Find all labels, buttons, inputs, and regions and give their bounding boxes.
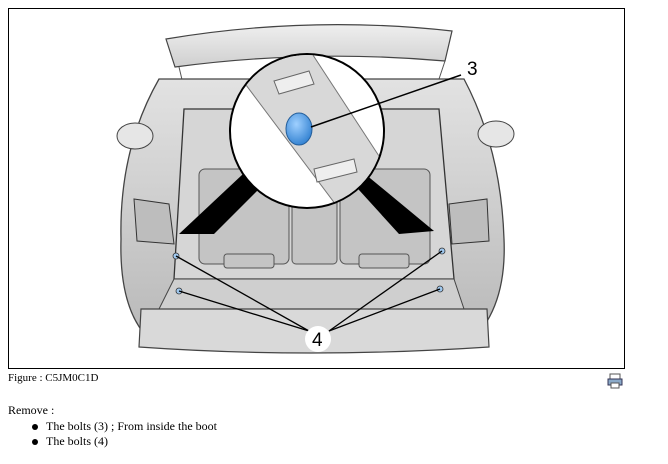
- callout-4: 4: [312, 330, 323, 351]
- left-tail-light: [133, 198, 175, 245]
- list-item: The bolts (3) ; From inside the boot: [32, 419, 217, 433]
- figure-frame: 3 4: [8, 8, 625, 369]
- left-mirror: [116, 122, 154, 150]
- right-tail-light: [448, 198, 490, 245]
- callout-3: 3: [467, 59, 478, 80]
- figure-caption: Figure : C5JM0C1D: [8, 372, 99, 384]
- right-mirror: [477, 120, 515, 148]
- bolt-3: [285, 112, 313, 146]
- vehicle-rear-illustration: 3 4: [116, 24, 515, 354]
- leader-lines-4: [175, 250, 443, 332]
- instructions-list: The bolts (3) ; From inside the boot The…: [8, 419, 217, 449]
- print-icon[interactable]: [607, 373, 623, 389]
- detail-magnifier: [229, 53, 385, 209]
- instructions: Remove : The bolts (3) ; From inside the…: [8, 403, 217, 449]
- list-item: The bolts (4): [32, 434, 217, 449]
- instructions-lead: Remove :: [8, 403, 55, 417]
